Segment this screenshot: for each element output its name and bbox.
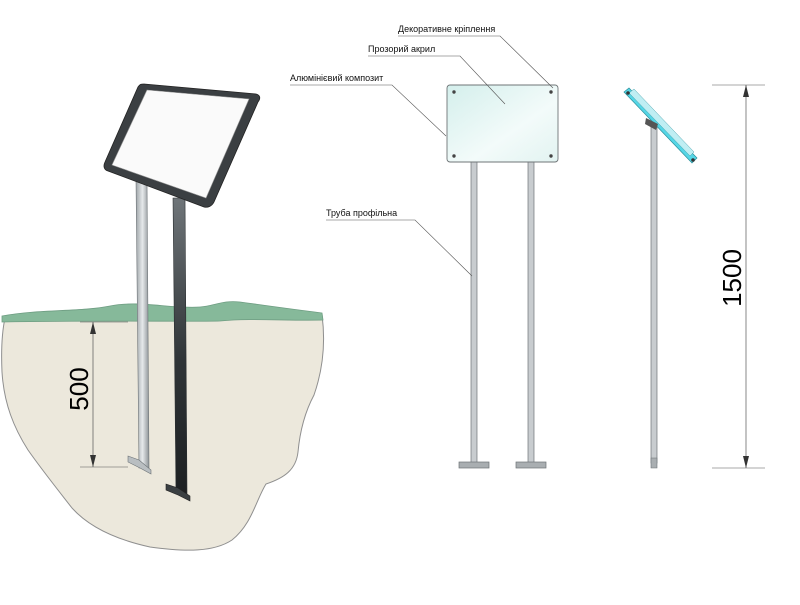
back-post-foot bbox=[127, 455, 152, 475]
mount-screw-icon bbox=[452, 90, 456, 94]
front-left-base bbox=[458, 461, 490, 469]
side-panel bbox=[623, 87, 698, 164]
total-height-label: 1500 bbox=[717, 249, 747, 307]
front-right-post bbox=[527, 161, 535, 464]
decorative-mount-label: Декоративне кріплення bbox=[398, 24, 495, 34]
aluminium-composite-label: Алюмінієвий композит bbox=[290, 73, 383, 83]
profile-pipe-label: Труба профільна bbox=[326, 208, 397, 218]
mount-screw-icon bbox=[626, 91, 630, 95]
front-post-foot bbox=[165, 483, 191, 502]
grass-strip bbox=[1, 301, 324, 323]
perspective-panel-face bbox=[111, 89, 250, 199]
side-post-foot bbox=[650, 457, 658, 469]
soil-block bbox=[1, 314, 325, 551]
total-height-dimension: 1500 bbox=[712, 84, 765, 469]
front-view bbox=[446, 84, 559, 469]
callouts bbox=[290, 35, 554, 277]
mount-screw-icon bbox=[452, 154, 456, 158]
mount-screw-icon bbox=[549, 154, 553, 158]
front-panel bbox=[446, 84, 559, 163]
mount-screw-icon bbox=[549, 90, 553, 94]
clear-acrylic-label: Прозорий акрил bbox=[368, 44, 435, 54]
mount-screw-icon bbox=[691, 158, 695, 162]
burial-depth-label: 500 bbox=[64, 367, 94, 410]
front-right-base bbox=[515, 461, 547, 469]
front-left-post bbox=[470, 161, 478, 464]
side-post bbox=[650, 121, 658, 464]
perspective-view bbox=[1, 83, 325, 551]
burial-depth-dimension: 500 bbox=[64, 321, 128, 468]
side-view bbox=[623, 87, 698, 469]
